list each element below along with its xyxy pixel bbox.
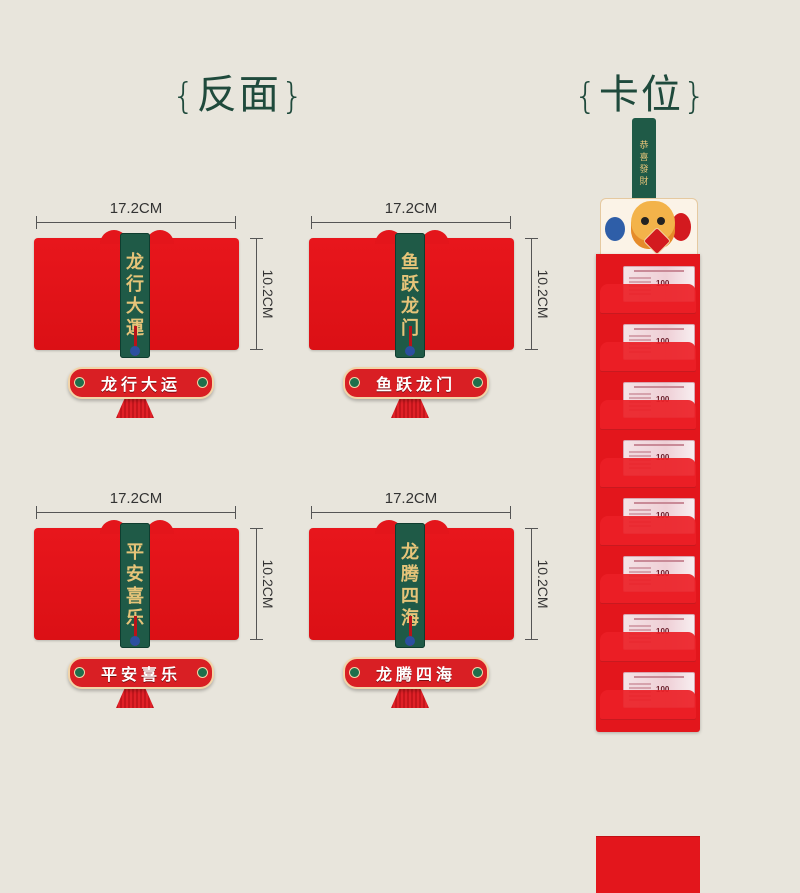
height-label: 10.2CM (535, 559, 551, 609)
name-plaque: 平安喜乐 (68, 657, 214, 689)
heading-brace-open: { (172, 76, 197, 117)
note-value: 100 (656, 395, 669, 404)
heading-brace-close: } (280, 76, 306, 117)
bead-icon (405, 636, 415, 646)
tassel-cord (409, 616, 412, 646)
card-slot-title: 卡位 (598, 72, 683, 118)
decoration-icon (671, 213, 691, 241)
width-dimension: 17.2CM (36, 200, 236, 229)
envelope-band: 龙腾四海 (395, 523, 425, 648)
tassel-cord (134, 616, 137, 646)
bead-icon (130, 636, 140, 646)
back-side-heading: {反面} (172, 62, 306, 120)
name-plaque: 龙行大运 (68, 367, 214, 399)
width-label: 17.2CM (109, 490, 163, 507)
dragon-header (600, 198, 698, 258)
red-envelope: 龙腾四海 (309, 520, 514, 648)
card-slot-heading: {卡位} (574, 62, 708, 120)
height-label: 10.2CM (260, 559, 276, 609)
width-dimension: 17.2CM (311, 200, 511, 229)
band-character: 大 (126, 295, 144, 317)
bead-icon (130, 346, 140, 356)
heading-brace-open: { (574, 76, 599, 117)
band-character: 鱼 (401, 251, 419, 273)
band-character: 龙 (126, 251, 144, 273)
card-pocket[interactable] (600, 690, 696, 720)
note-value: 100 (656, 569, 669, 578)
note-value: 100 (656, 453, 669, 462)
tassel-cord (409, 326, 412, 356)
band-character: 四 (401, 585, 419, 607)
envelope-card: 17.2CM 10.2CM 鱼跃龙门 鱼跃龙门 (309, 200, 551, 446)
band-character: 平 (126, 541, 144, 563)
band-character: 龙 (401, 541, 419, 563)
note-value: 100 (656, 511, 669, 520)
plaque-text: 鱼跃龙门 (375, 375, 456, 394)
card-pocket[interactable] (600, 516, 696, 546)
width-dimension: 17.2CM (311, 490, 511, 519)
back-side-title: 反面 (196, 72, 281, 118)
note-value: 100 (656, 279, 669, 288)
envelope-card: 17.2CM 10.2CM 龙行大運 龙行大运 (34, 200, 276, 446)
note-value: 100 (656, 685, 669, 694)
width-label: 17.2CM (109, 200, 163, 217)
decoration-icon (605, 217, 625, 241)
band-character: 腾 (401, 563, 419, 585)
height-dimension: 10.2CM (525, 238, 555, 350)
bead-icon (405, 346, 415, 356)
name-plaque: 龙腾四海 (343, 657, 489, 689)
height-dimension: 10.2CM (250, 238, 280, 350)
heading-brace-close: } (682, 76, 708, 117)
band-character: 安 (126, 563, 144, 585)
band-character: 喜 (126, 585, 144, 607)
name-plaque: 鱼跃龙门 (343, 367, 489, 399)
height-dimension: 10.2CM (250, 528, 280, 640)
card-pocket[interactable] (600, 284, 696, 314)
plaque-text: 龙行大运 (100, 375, 181, 394)
note-value: 100 (656, 337, 669, 346)
envelope-band: 鱼跃龙门 (395, 233, 425, 358)
height-label: 10.2CM (535, 269, 551, 319)
empty-pocket (596, 836, 700, 893)
card-pocket[interactable] (600, 458, 696, 488)
width-label: 17.2CM (384, 490, 438, 507)
envelope-card: 17.2CM 10.2CM 龙腾四海 龙腾四海 (309, 490, 551, 736)
strip-body: 100 100 100 100 100 100 100 100 (596, 254, 700, 893)
width-label: 17.2CM (384, 200, 438, 217)
envelope-band: 龙行大運 (120, 233, 150, 358)
envelope-card: 17.2CM 10.2CM 平安喜乐 平安喜乐 (34, 490, 276, 736)
band-character: 跃 (401, 273, 419, 295)
plaque-text: 龙腾四海 (375, 665, 456, 684)
card-pocket[interactable] (600, 574, 696, 604)
card-pocket[interactable] (600, 400, 696, 430)
tassel-cord (134, 326, 137, 356)
height-label: 10.2CM (260, 269, 276, 319)
note-value: 100 (656, 627, 669, 636)
height-dimension: 10.2CM (525, 528, 555, 640)
card-pocket[interactable] (600, 632, 696, 662)
plaque-text: 平安喜乐 (100, 665, 181, 684)
band-character: 龙 (401, 295, 419, 317)
width-dimension: 17.2CM (36, 490, 236, 519)
band-character: 行 (126, 273, 144, 295)
card-pocket[interactable] (600, 342, 696, 372)
